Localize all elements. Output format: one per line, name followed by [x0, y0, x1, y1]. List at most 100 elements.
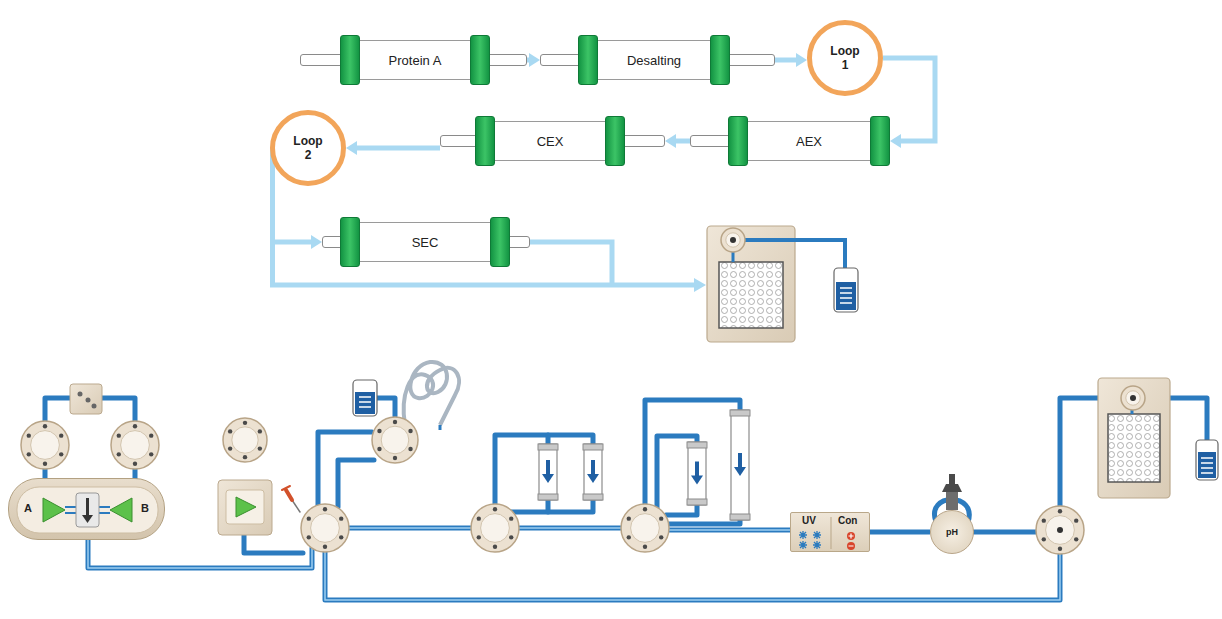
valve-port: [243, 421, 247, 425]
valve-face: [232, 427, 258, 453]
valve: [301, 504, 349, 552]
node-label: Desalting: [627, 53, 681, 68]
column-cap: [538, 494, 558, 500]
sample-pump: [218, 480, 272, 535]
column-body: [584, 444, 602, 500]
valve-port: [730, 237, 736, 243]
node-label: Protein A: [389, 53, 442, 68]
column-box: SEC: [322, 217, 530, 267]
column-cap: [583, 494, 603, 500]
flow-arrow: [738, 453, 742, 469]
node-label: CEX: [537, 134, 564, 149]
valve-port: [149, 433, 153, 437]
pump-triangle: [43, 498, 65, 522]
column-body: SEC: [340, 222, 510, 262]
column-icon: [687, 442, 707, 505]
valve-body: [372, 417, 418, 463]
valve-port: [117, 433, 121, 437]
column-icon: [538, 444, 558, 500]
column-cap: [470, 35, 490, 85]
valve-port: [643, 507, 647, 511]
node-label: Loop 1: [827, 44, 863, 73]
inline-filter: [70, 384, 102, 414]
flow-connector: [527, 53, 540, 67]
valve-face: [31, 431, 60, 460]
valve-port: [393, 420, 397, 424]
column-stub: [690, 135, 730, 147]
sample-loop-coil: [404, 362, 459, 425]
arrow-head: [346, 141, 357, 155]
valve-port: [493, 507, 497, 511]
valve: [1036, 506, 1084, 554]
column-icon: [583, 444, 603, 500]
valve-port: [643, 545, 647, 549]
tubing-core: [88, 528, 1060, 600]
valve-port: [1057, 527, 1063, 533]
valve-port: [339, 535, 343, 539]
channel-label: B: [141, 502, 149, 514]
column-stub: [440, 135, 477, 147]
flow-line: [870, 530, 930, 535]
valve-face: [311, 514, 340, 543]
flow-arrow: [546, 460, 550, 476]
pump-module: AB: [8, 478, 165, 540]
flow-connector: [775, 53, 807, 67]
column-stub: [488, 54, 527, 66]
valve-port: [493, 545, 497, 549]
flow-line: [775, 58, 797, 63]
valve-port: [408, 447, 412, 451]
column-cap: [475, 116, 495, 166]
detector-label: Con: [838, 515, 857, 526]
ph-electrode: [942, 474, 962, 510]
column-icon: [730, 410, 750, 520]
column-box: Protein A: [300, 35, 527, 85]
valve-group: [21, 228, 1145, 554]
valve-port: [228, 446, 232, 450]
valve-port: [339, 516, 343, 520]
valve-body: [1121, 386, 1145, 410]
valve-port: [43, 424, 47, 428]
flow-arrow: [695, 462, 699, 478]
valve: [21, 421, 69, 469]
valve-port: [307, 535, 311, 539]
valve-port: [1058, 509, 1062, 513]
polarity-sign: [849, 534, 854, 547]
valve: [721, 228, 745, 252]
valve-body: [21, 421, 69, 469]
valve-port: [477, 535, 481, 539]
flow-arrow: [591, 460, 595, 476]
valve-port: [323, 507, 327, 511]
valve-face: [481, 514, 510, 543]
arrow-head: [890, 134, 901, 148]
column-cap: [583, 444, 603, 450]
flow-line: [883, 58, 935, 141]
valve-face: [1126, 391, 1140, 405]
valve: [223, 418, 267, 462]
valve-body: [471, 504, 519, 552]
uv-star: [813, 531, 821, 539]
column-cap: [870, 116, 890, 166]
uv-star: [813, 541, 821, 549]
flow-arrow: [542, 474, 554, 483]
column-cap: [730, 514, 750, 520]
valve-body: [721, 228, 745, 252]
column-stub: [728, 54, 775, 66]
column-stub: [623, 135, 665, 147]
node-label: AEX: [796, 134, 822, 149]
fraction-collector: [1098, 378, 1218, 498]
column-cap: [340, 217, 360, 267]
valve-face: [121, 431, 150, 460]
valve: [111, 421, 159, 469]
column-cap: [340, 35, 360, 85]
valve-body: [111, 421, 159, 469]
syringe: [282, 486, 300, 512]
valve-port: [377, 429, 381, 433]
valve-port: [377, 447, 381, 451]
column-cap: [710, 35, 730, 85]
flow-connector: [665, 134, 690, 148]
flow-arrow: [734, 467, 746, 476]
divider: [831, 517, 832, 549]
valve-port: [59, 433, 63, 437]
